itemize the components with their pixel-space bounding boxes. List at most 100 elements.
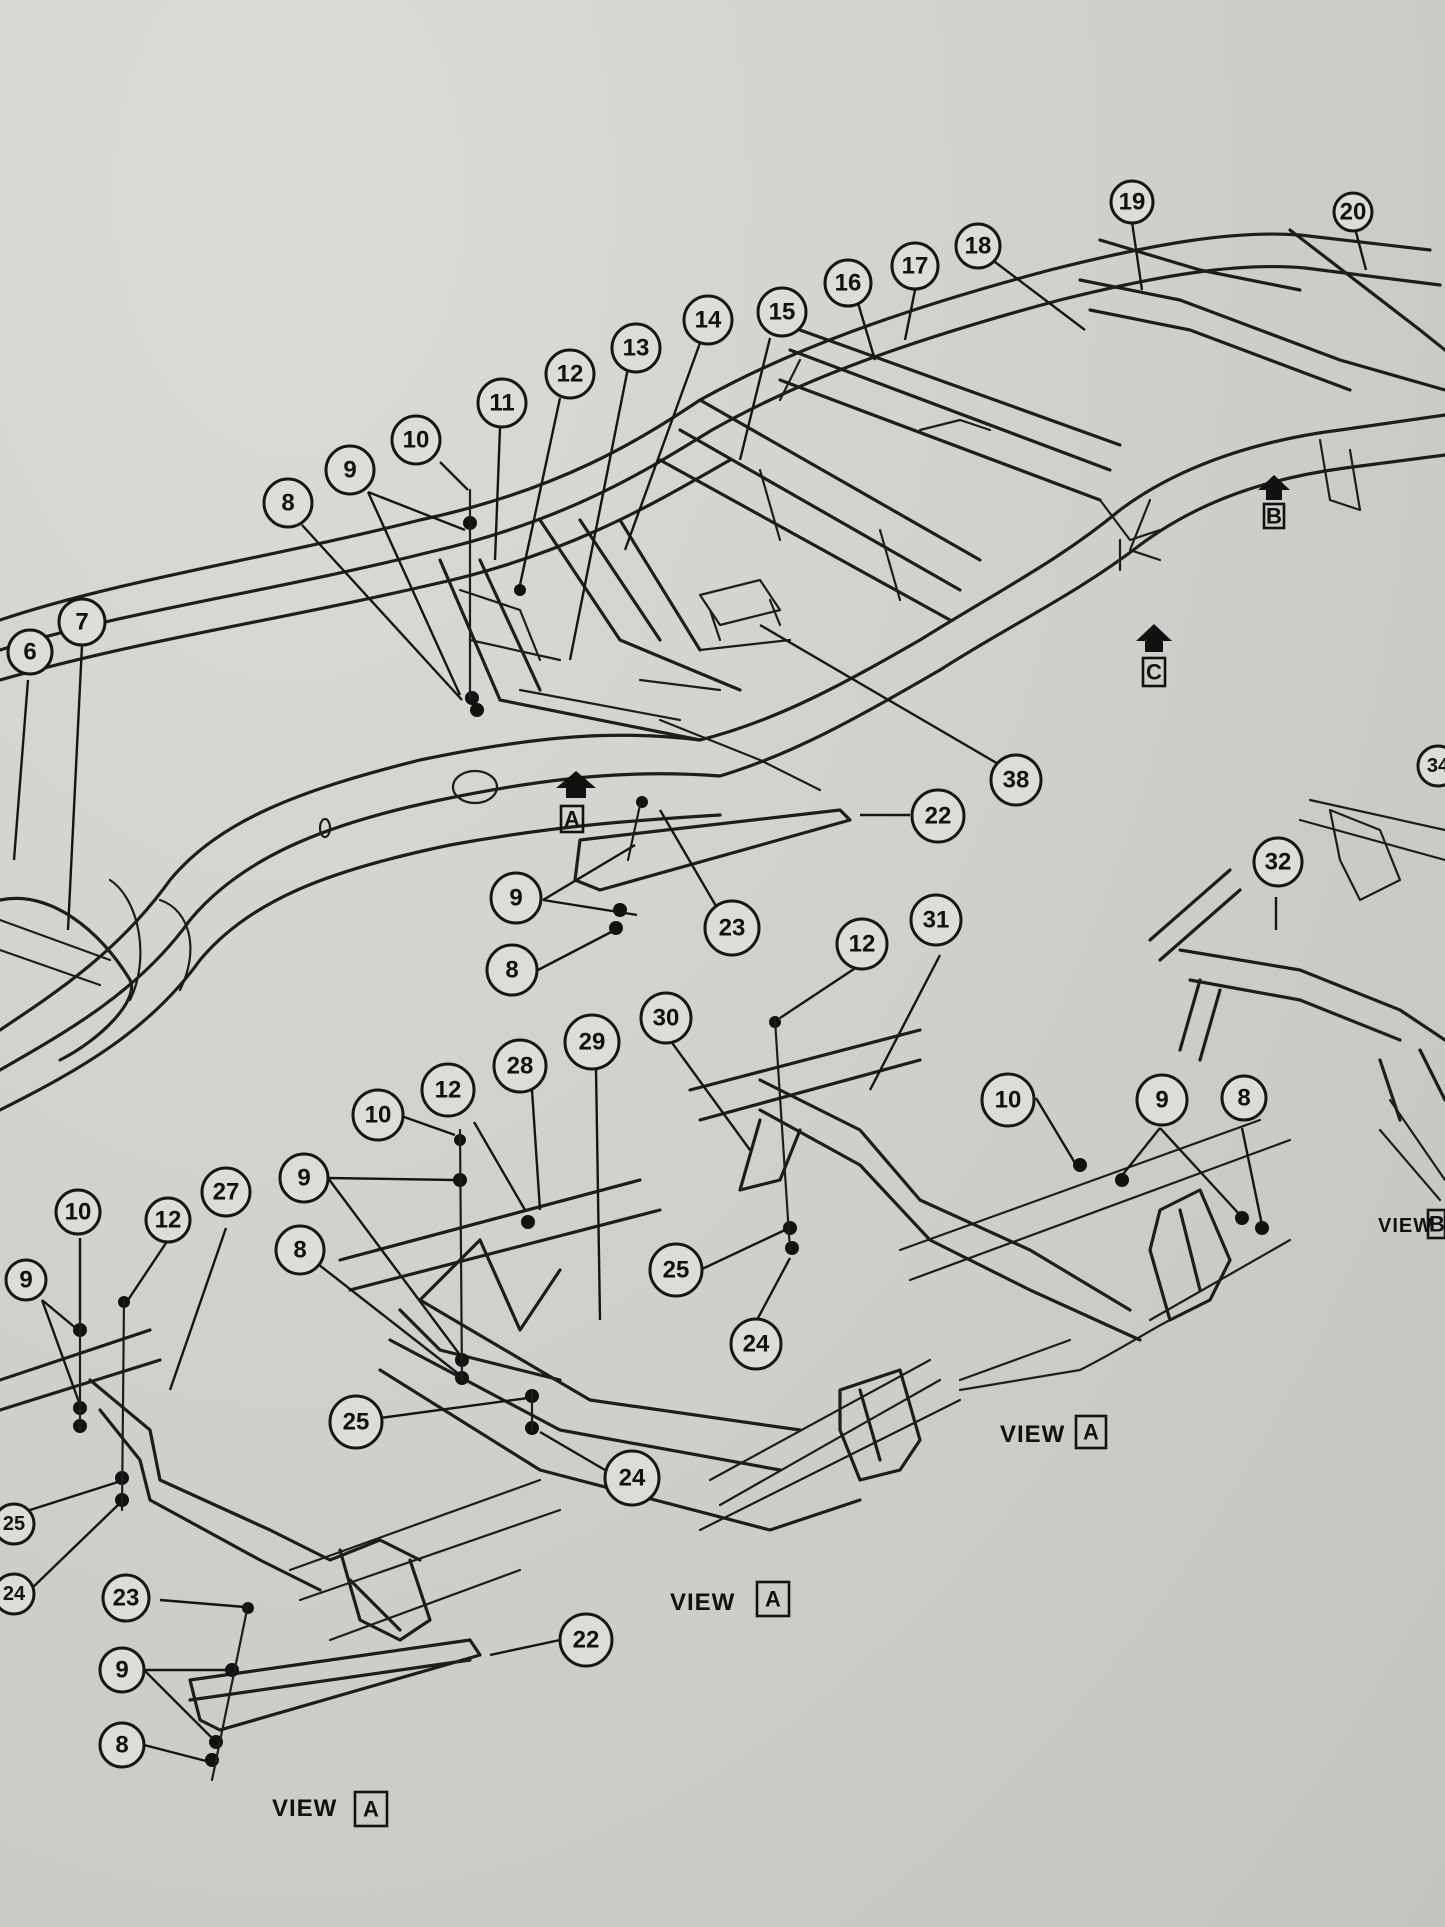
bolt	[613, 903, 627, 917]
cross-member-center	[658, 398, 982, 622]
callout-8: 8	[262, 477, 314, 529]
svg-text:17: 17	[902, 253, 929, 280]
svg-text:12: 12	[435, 1077, 462, 1104]
callout-18: 18	[954, 222, 1002, 270]
svg-text:8: 8	[115, 1732, 128, 1759]
bolt	[1073, 1158, 1087, 1172]
leader-lines	[12, 221, 1368, 1764]
frame-bracket	[573, 808, 852, 892]
callout-12: 12	[544, 348, 596, 400]
svg-text:8: 8	[1237, 1085, 1250, 1112]
callout-32: 32	[1252, 836, 1304, 888]
svg-text:19: 19	[1119, 189, 1146, 216]
callout-16: 16	[823, 258, 873, 308]
callout-23: 23	[703, 899, 761, 957]
view-c-arrow-letter: C	[1146, 660, 1162, 685]
callout-12: 12	[144, 1196, 192, 1244]
callout-6: 6	[6, 628, 54, 676]
transmission-mount	[698, 578, 782, 642]
callout-24: 24	[729, 1317, 783, 1371]
svg-text:10: 10	[403, 427, 430, 454]
svg-text:25: 25	[343, 1409, 370, 1436]
callout-24: 24	[603, 1449, 661, 1507]
callout-13: 13	[610, 322, 662, 374]
cross-member-front	[438, 518, 742, 742]
view-label-a-bottom: VIEW A	[272, 1790, 389, 1828]
svg-text:34: 34	[1427, 755, 1445, 777]
svg-text:9: 9	[509, 885, 522, 912]
svg-text:10: 10	[995, 1087, 1022, 1114]
svg-text:VIEW: VIEW	[272, 1795, 337, 1822]
callout-17: 17	[890, 241, 940, 291]
callout-19: 19	[1109, 179, 1155, 225]
view-a-arrow-letter: A	[564, 807, 580, 832]
callout-12: 12	[420, 1062, 476, 1118]
callout-9: 9	[324, 444, 376, 496]
svg-text:24: 24	[619, 1465, 646, 1492]
view-label-a-middle: VIEW A	[670, 1580, 791, 1618]
svg-text:28: 28	[507, 1053, 534, 1080]
callout-15: 15	[756, 286, 808, 338]
callout-27: 27	[200, 1166, 252, 1218]
callout-8: 8	[1220, 1074, 1268, 1122]
callout-9: 9	[278, 1152, 330, 1204]
svg-text:38: 38	[1003, 767, 1030, 794]
svg-text:27: 27	[213, 1179, 240, 1206]
view-a-right	[688, 1016, 1292, 1392]
svg-text:A: A	[765, 1587, 781, 1612]
svg-text:18: 18	[965, 233, 992, 260]
callout-10: 10	[390, 414, 442, 466]
svg-text:11: 11	[489, 390, 514, 417]
svg-text:16: 16	[835, 270, 862, 297]
svg-text:VIEW: VIEW	[1378, 1215, 1433, 1237]
bolt	[783, 1221, 797, 1235]
cross-member-rear	[778, 328, 1122, 502]
svg-text:23: 23	[719, 915, 746, 942]
callout-24: 24	[0, 1572, 36, 1616]
callout-9: 9	[489, 871, 543, 925]
svg-text:12: 12	[849, 931, 876, 958]
callout-23: 23	[101, 1573, 151, 1623]
callout-12: 12	[835, 917, 889, 971]
bolt	[465, 691, 479, 705]
svg-text:9: 9	[1155, 1087, 1168, 1114]
svg-text:8: 8	[505, 957, 518, 984]
bolt	[521, 1215, 535, 1229]
svg-text:A: A	[1083, 1420, 1099, 1445]
svg-text:24: 24	[743, 1331, 770, 1358]
svg-text:10: 10	[365, 1102, 392, 1129]
callout-20: 20	[1332, 191, 1374, 233]
callout-11: 11	[476, 377, 528, 429]
bolt	[514, 584, 526, 596]
svg-text:22: 22	[925, 803, 952, 830]
svg-text:VIEW: VIEW	[1000, 1421, 1065, 1448]
svg-text:31: 31	[923, 907, 950, 934]
view-b-arrow-letter: B	[1266, 504, 1282, 529]
svg-text:8: 8	[293, 1237, 306, 1264]
view-a-left	[0, 1296, 562, 1782]
callout-31: 31	[909, 893, 963, 947]
callout-9: 9	[1135, 1073, 1189, 1127]
view-label-a-center: VIEW A	[1000, 1414, 1108, 1450]
svg-text:20: 20	[1340, 199, 1367, 226]
view-arrows: A B C	[556, 475, 1290, 834]
view-a-center	[338, 1128, 1072, 1532]
callout-10: 10	[980, 1072, 1036, 1128]
callout-22: 22	[910, 788, 966, 844]
svg-text:6: 6	[23, 639, 36, 666]
view-label-b: VIEW B	[1378, 1208, 1445, 1240]
view-labels: VIEW A VIEW A VIEW A VIEW B	[272, 1208, 1445, 1828]
callout-8: 8	[274, 1224, 326, 1276]
svg-text:23: 23	[113, 1585, 140, 1612]
svg-text:B: B	[1429, 1212, 1445, 1237]
callout-7: 7	[57, 597, 107, 647]
svg-text:25: 25	[663, 1257, 690, 1284]
svg-text:VIEW: VIEW	[670, 1589, 735, 1616]
rail-slot	[451, 769, 499, 805]
svg-text:9: 9	[115, 1657, 128, 1684]
svg-text:32: 32	[1265, 849, 1292, 876]
svg-text:15: 15	[769, 299, 796, 326]
view-b	[1148, 798, 1445, 1202]
